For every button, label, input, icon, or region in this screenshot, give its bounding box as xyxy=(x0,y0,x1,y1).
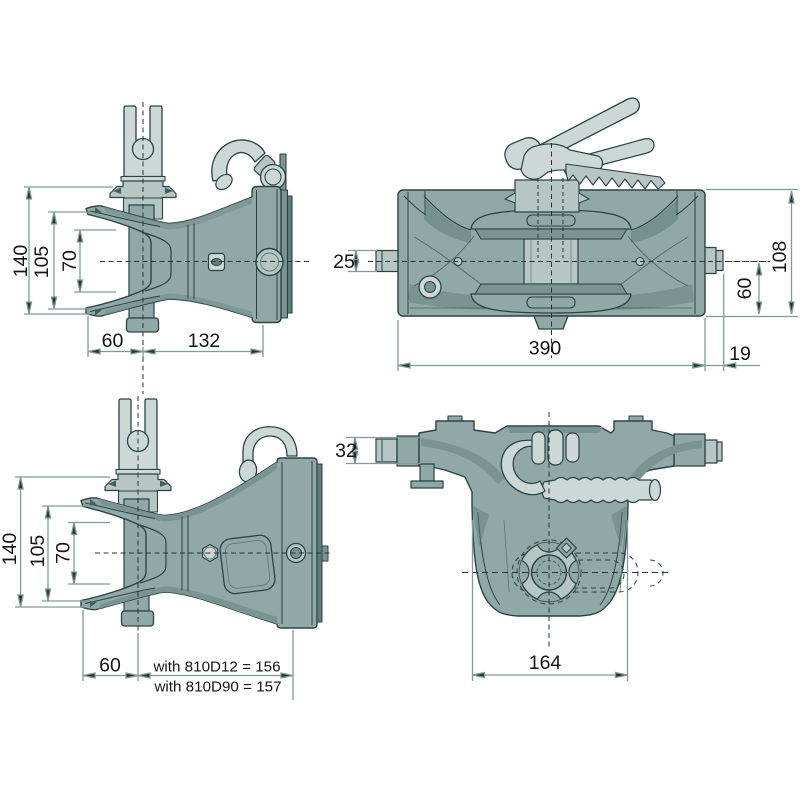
svg-text:with 810D90 = 157: with 810D90 = 157 xyxy=(153,679,281,696)
svg-text:19: 19 xyxy=(729,343,751,365)
svg-text:132: 132 xyxy=(188,330,221,352)
svg-text:140: 140 xyxy=(10,245,32,278)
svg-text:60: 60 xyxy=(102,330,124,352)
svg-text:390: 390 xyxy=(529,338,562,360)
svg-text:with 810D12 = 156: with 810D12 = 156 xyxy=(152,659,280,676)
svg-text:105: 105 xyxy=(27,535,49,568)
svg-text:32: 32 xyxy=(335,440,357,462)
svg-text:140: 140 xyxy=(0,533,21,566)
svg-text:108: 108 xyxy=(769,241,791,274)
svg-text:70: 70 xyxy=(59,250,81,272)
svg-text:164: 164 xyxy=(529,652,562,674)
svg-text:105: 105 xyxy=(31,246,53,279)
svg-text:60: 60 xyxy=(99,655,121,677)
svg-text:60: 60 xyxy=(734,278,756,300)
svg-text:70: 70 xyxy=(53,542,75,564)
svg-text:25: 25 xyxy=(333,251,355,273)
